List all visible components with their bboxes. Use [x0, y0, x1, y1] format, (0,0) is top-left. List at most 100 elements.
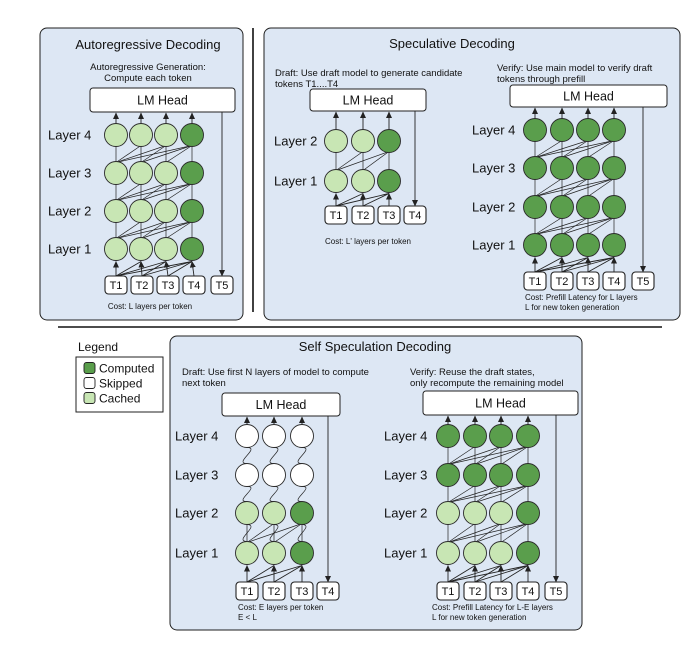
node-computed [463, 424, 487, 448]
self-verify-layer-label: Layer 2 [384, 506, 427, 521]
spec-verify-token-box [550, 271, 574, 291]
node-cached [436, 541, 460, 565]
node-computed [377, 169, 401, 193]
node-computed [602, 156, 626, 180]
layer-edge [500, 523, 529, 543]
self-draft-layer-label: Layer 1 [175, 546, 218, 561]
layer-edge [474, 523, 529, 543]
spec-verify-token-label: T5 [637, 276, 650, 288]
spec-draft-desc-line-2: tokens T1....T4 [275, 79, 338, 90]
spec-verify-token-box [523, 271, 547, 291]
node-computed [290, 541, 314, 565]
autoregressive-lm-head [89, 87, 236, 113]
layer-edge [534, 178, 589, 197]
self-verify-token-label: T1 [442, 586, 455, 598]
spec-draft-token-box [324, 205, 348, 225]
layer-edge [242, 447, 252, 464]
node-cached [129, 123, 153, 147]
spec-draft-layer-label: Layer 1 [274, 174, 317, 189]
self-verify-lm-head [422, 390, 579, 416]
token-arrow [534, 257, 589, 273]
self-verify-cost-line-1: Cost: Prefill Latency for L-E layers [432, 603, 553, 612]
token-arrow [163, 261, 170, 277]
node-computed [550, 195, 574, 219]
layer-edge [140, 145, 167, 163]
self-verify-desc-line-2: only recompute the remaining model [410, 378, 564, 389]
self-verify-token-label: T5 [550, 586, 563, 598]
layer-edge [500, 446, 529, 465]
spec-verify-cost-line-2: L for new token generation [525, 303, 619, 312]
node-computed [180, 237, 204, 261]
legend-swatch-cached [83, 392, 96, 404]
self-speculation-title: Self Speculation Decoding [299, 339, 452, 354]
node-computed [523, 118, 547, 142]
layer-edge [140, 221, 167, 239]
token-arrow [335, 193, 364, 207]
autoregressive-layer-label: Layer 3 [48, 166, 91, 181]
self-verify-token-box [516, 581, 540, 601]
node-cached [104, 161, 128, 185]
layer-edge [335, 151, 390, 171]
self-verify-token-box [489, 581, 513, 601]
layer-edge [269, 486, 279, 502]
node-cached [154, 199, 178, 223]
token-arrow [141, 261, 167, 277]
layer-edge [246, 523, 275, 543]
self-draft-desc-line-1: Draft: Use first N layers of model to co… [182, 367, 369, 378]
node-computed [377, 129, 401, 153]
node-cached [154, 123, 178, 147]
node-computed [550, 233, 574, 257]
autoregressive-lm-head-label: LM Head [137, 94, 188, 108]
layer-edge [534, 140, 563, 158]
layer-edge [269, 447, 279, 464]
self-draft-token-box [316, 581, 340, 601]
node-computed [436, 424, 460, 448]
layer-edge [115, 183, 142, 201]
layer-edge [534, 140, 589, 158]
spec-verify-lm-head-label: LM Head [563, 90, 614, 104]
node-cached [235, 541, 259, 565]
token-arrow [534, 257, 563, 273]
token-arrow [500, 565, 529, 583]
token-arrow [447, 565, 502, 583]
node-computed [576, 156, 600, 180]
node-cached [262, 541, 286, 565]
speculative-title: Speculative Decoding [389, 36, 515, 51]
legend-label-computed: Computed [99, 362, 154, 376]
layer-edge [474, 485, 529, 503]
layer-edge [140, 183, 193, 201]
autoregressive-layer-label: Layer 1 [48, 242, 91, 257]
layer-edge [447, 523, 502, 543]
self-draft-layer-label: Layer 4 [175, 429, 218, 444]
layer-edge [165, 145, 193, 163]
spec-draft-lm-head [309, 88, 427, 112]
autoregressive-token-box [156, 275, 180, 295]
autoregressive-token-label: T5 [216, 280, 229, 292]
layer-edge [335, 151, 364, 171]
token-arrow [474, 565, 502, 583]
node-computed [576, 195, 600, 219]
node-computed [180, 123, 204, 147]
autoregressive-title: Autoregressive Decoding [75, 37, 220, 52]
layer-edge [587, 178, 615, 197]
token-arrow [561, 257, 589, 273]
self-draft-token-box [262, 581, 286, 601]
node-cached [489, 501, 513, 525]
node-skipped [235, 463, 259, 487]
token-arrow [115, 261, 142, 277]
layer-edge [273, 523, 303, 543]
layer-edge [587, 217, 615, 235]
self-verify-cost-line-2: L for new token generation [432, 613, 526, 622]
node-computed [523, 156, 547, 180]
token-arrow [138, 261, 145, 277]
node-cached [104, 123, 128, 147]
node-cached [104, 237, 128, 261]
self-verify-layer-label: Layer 1 [384, 546, 427, 561]
node-computed [180, 199, 204, 223]
node-cached [351, 169, 375, 193]
token-arrow [335, 193, 390, 207]
autoregressive-token-box [210, 275, 234, 295]
autoregressive-token-label: T1 [110, 280, 123, 292]
node-computed [516, 541, 540, 565]
